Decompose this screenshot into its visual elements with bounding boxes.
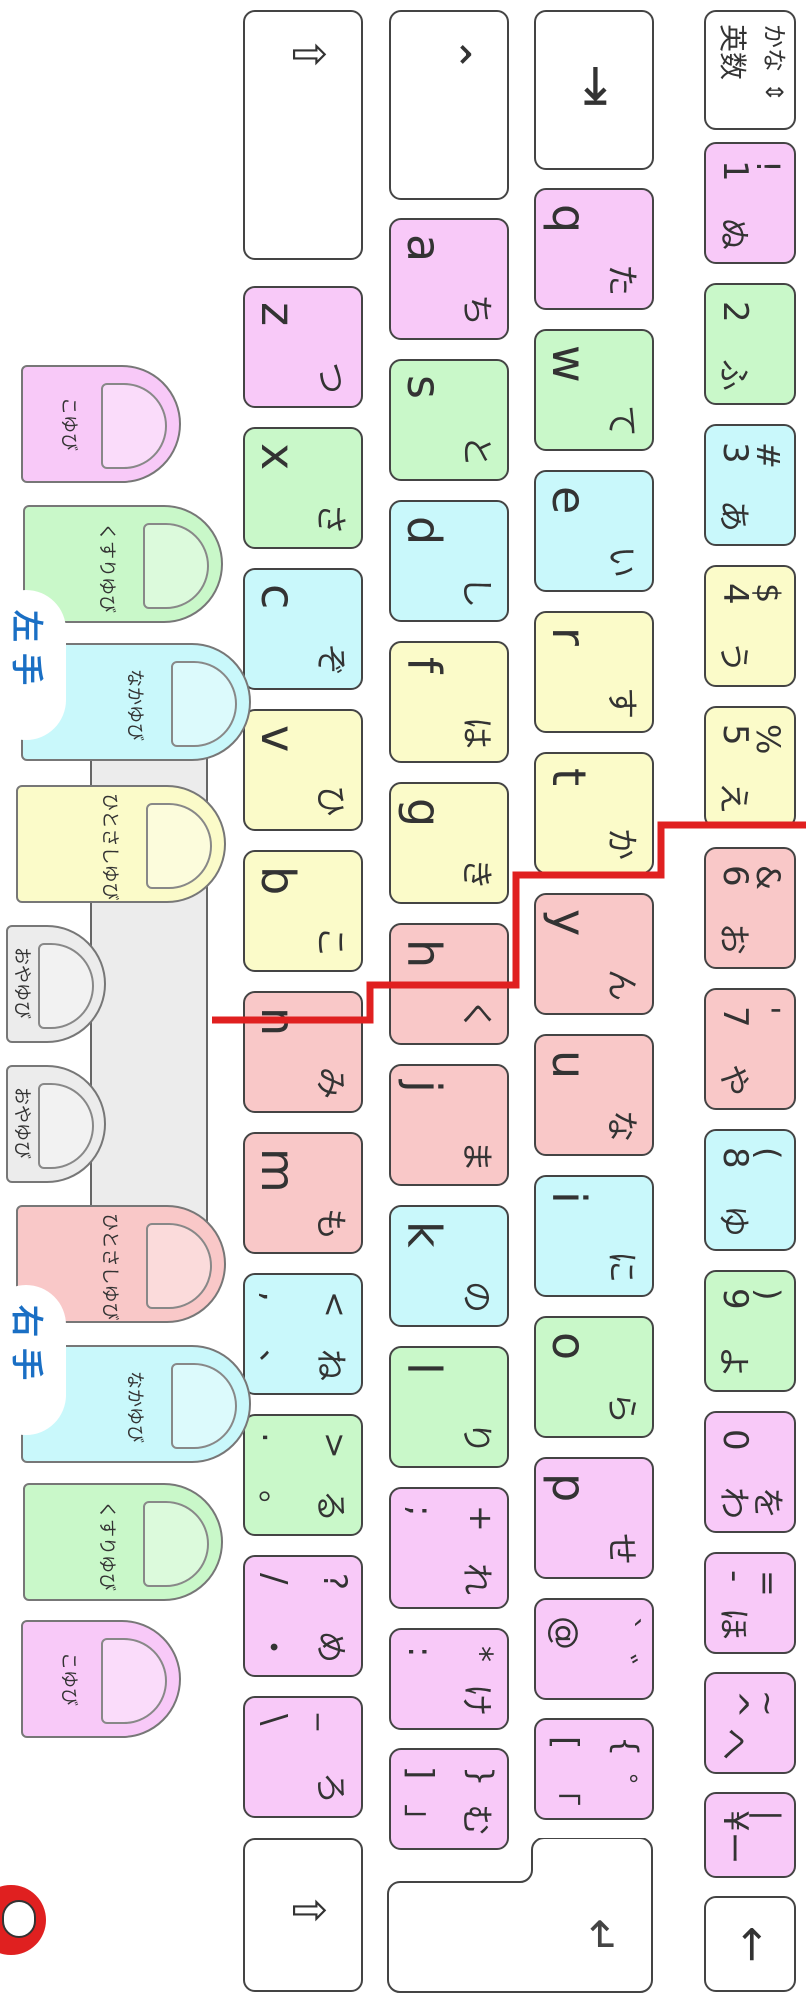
fingernail <box>146 803 212 889</box>
fingernail <box>101 383 167 469</box>
finger-label: なかゆび <box>124 1371 145 1443</box>
logo-fragment-inner <box>2 1900 36 1938</box>
finger-label: ひとさしゆび <box>99 1213 120 1321</box>
finger-label: くすりゆび <box>96 523 117 613</box>
key-enter <box>387 1838 653 1993</box>
fingernail <box>171 661 237 747</box>
fingernail <box>101 1638 167 1724</box>
fingernail <box>143 523 209 609</box>
finger-label: なかゆび <box>124 669 145 741</box>
finger-label: おやゆび <box>11 1087 32 1159</box>
finger-label: ひとさしゆび <box>99 793 120 901</box>
finger-label: おやゆび <box>11 947 32 1019</box>
left-hand-label: 左 手 <box>8 610 46 686</box>
fingernail <box>38 943 94 1029</box>
finger-right-ring: くすりゆび <box>23 1483 223 1601</box>
fingernail <box>38 1083 94 1169</box>
fingernail <box>146 1223 212 1309</box>
finger-right-pinky: こゆび <box>21 1620 181 1738</box>
finger-left-pinky: こゆび <box>21 365 181 483</box>
finger-label: こゆび <box>58 1652 79 1706</box>
finger-label: こゆび <box>58 397 79 451</box>
fingernail <box>171 1363 237 1449</box>
finger-label: くすりゆび <box>96 1501 117 1591</box>
fingernail <box>143 1501 209 1587</box>
finger-left-index: ひとさしゆび <box>16 785 226 903</box>
right-hand-label: 右 手 <box>8 1305 46 1381</box>
